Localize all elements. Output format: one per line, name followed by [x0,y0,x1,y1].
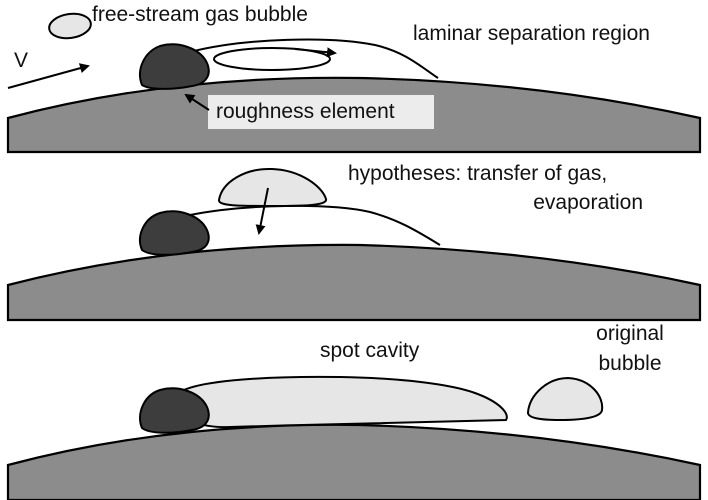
gas-transfer-arrow [255,187,269,235]
roughness-element-label: roughness element [216,100,395,123]
panel-2: hypotheses: transfer of gas, evaporation [6,162,702,322]
original-bubble-label-line2: bubble [598,352,661,375]
roughness-element [139,43,210,90]
recirculation-loop [213,47,331,71]
hydrofoil-surface [6,423,702,500]
roughness-element [139,210,210,256]
hypotheses-label-line1: hypotheses: transfer of gas, [348,162,607,185]
free-stream-bubble-label: free-stream gas bubble [92,3,308,26]
roughness-pointer-arrow [184,93,210,111]
spot-cavity [179,375,508,429]
spot-cavity-label: spot cavity [320,339,420,362]
roughness-element [139,387,210,434]
laminar-separation-label: laminar separation region [413,22,650,45]
free-stream-bubble [48,12,92,40]
recirculation-arrow [294,47,337,58]
velocity-arrow [7,63,90,89]
original-bubble-label-line1: original [596,322,664,345]
panel-1: V free-stream gas bubble laminar separat… [6,3,702,154]
separation-region-outline [189,38,439,79]
hypotheses-label-line2: evaporation [533,191,643,214]
separation-region-outline [189,204,441,246]
transferred-gas-bubble [218,167,327,207]
roughness-label-highlight [208,95,434,129]
panel-3: spot cavity original bubble [6,322,702,500]
hydrofoil-surface [6,243,702,322]
velocity-label: V [14,49,28,72]
original-bubble [527,376,604,422]
